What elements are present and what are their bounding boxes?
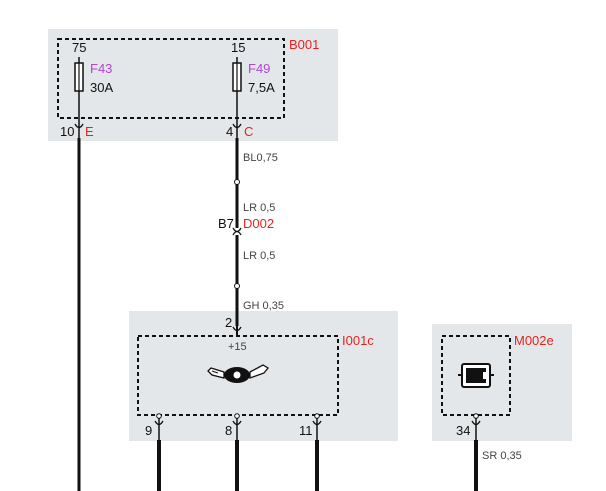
fuse-f43-symbol (74, 57, 84, 118)
pin-10-number: 10 (60, 124, 75, 139)
connector-id: D002 (243, 216, 275, 231)
fuse-f49-symbol (232, 57, 242, 118)
wire-label-gh035: GH 0,35 (243, 300, 284, 312)
terminal-75-label: 75 (72, 40, 87, 55)
pin-9-number: 9 (145, 423, 153, 438)
pin-terminal-11 (312, 413, 322, 440)
splice-dot (234, 179, 240, 185)
pin-2-number: 2 (225, 315, 233, 330)
wire-label-bl075: BL0,75 (243, 152, 278, 164)
connector-pin-label: B7 (218, 216, 234, 231)
splice-dot (234, 283, 240, 289)
connector-d002-symbol (232, 227, 242, 236)
ignition-key-icon (207, 364, 269, 383)
fuse-f49-id: F49 (248, 61, 271, 76)
fuse-f43-id: F43 (90, 61, 113, 76)
pin-4-number: 4 (226, 124, 234, 139)
fuse-box-border (57, 38, 285, 119)
pin-terminal-9 (154, 413, 164, 440)
pin-terminal-4 (232, 118, 242, 138)
module-id: M002e (514, 333, 554, 348)
pin-11-number: 11 (299, 423, 313, 438)
pin-terminal-10 (74, 118, 84, 138)
pin-terminal-34 (471, 413, 481, 440)
pin-34-number: 34 (456, 423, 471, 438)
pin-10-letter: E (85, 124, 94, 139)
wire-label-sr035: SR 0,35 (482, 450, 522, 462)
pin-terminal-8 (232, 413, 242, 440)
module-chip-icon (458, 363, 494, 388)
pin-4-letter: C (244, 124, 254, 139)
wire-label-lr05-lower: LR 0,5 (243, 250, 276, 262)
terminal-15-label: 15 (231, 40, 246, 55)
pin-8-number: 8 (225, 423, 233, 438)
fuse-box-background (48, 29, 338, 141)
ignition-switch-background (129, 311, 398, 441)
fuse-f43-rating: 30A (90, 80, 114, 95)
fuse-f49-rating: 7,5A (248, 80, 275, 95)
module-border (441, 335, 511, 416)
module-background (432, 324, 572, 441)
pin-terminal-2 (232, 326, 242, 336)
fuse-box-id: B001 (289, 37, 320, 52)
wire-label-lr05-upper: LR 0,5 (243, 202, 276, 214)
ignition-switch-id: I001c (342, 333, 374, 348)
terminal-plus15-label: +15 (228, 341, 247, 353)
